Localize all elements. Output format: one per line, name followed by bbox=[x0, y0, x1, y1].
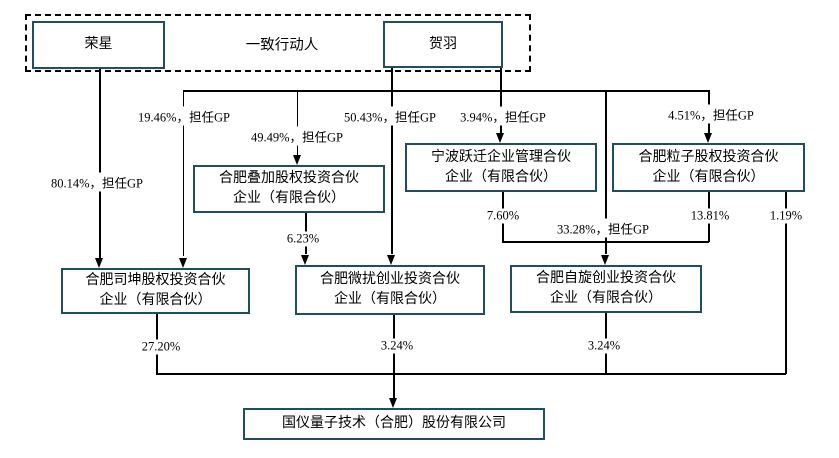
node-ningbo-line1: 宁波跃迁企业管理合伙 bbox=[431, 149, 571, 165]
edge-ningbo-elbow-h bbox=[502, 241, 606, 243]
edge-lizi-guoyi bbox=[785, 192, 787, 374]
node-sikun: 合肥司坤股权投资合伙 企业（有限合伙） bbox=[61, 268, 250, 314]
edge-lizi-elbow-h bbox=[605, 241, 709, 243]
edge-label-heyu-weirao: 50.43%，担任GP bbox=[340, 106, 440, 126]
node-diejia: 合肥叠加股权投资合伙 企业（有限合伙） bbox=[193, 165, 385, 213]
node-guoyi: 国仪量子技术（合肥）股份有限公司 bbox=[243, 408, 545, 440]
edge-label-heyu-diejia: 49.49%，担任GP bbox=[247, 126, 347, 146]
arrowhead-heyu-sikun bbox=[178, 258, 187, 268]
edge-bus-guoyi bbox=[393, 373, 395, 398]
node-zixuan-line2: 企业（有限合伙） bbox=[550, 291, 662, 306]
arrowhead-heyu-ningbo bbox=[496, 133, 504, 143]
node-heyu-label: 贺羽 bbox=[429, 36, 457, 52]
edge-bottom-bus bbox=[156, 373, 786, 375]
edge-heyu-ningbo bbox=[500, 67, 502, 134]
edge-heyu-weirao bbox=[391, 67, 393, 254]
edge-heyu-sikun bbox=[182, 90, 184, 256]
node-zixuan-line1: 合肥自旋创业投资合伙 bbox=[536, 271, 676, 287]
edge-label-lizi-zixuan: 13.81% bbox=[687, 208, 733, 224]
node-ningbo: 宁波跃迁企业管理合伙 企业（有限合伙） bbox=[405, 143, 597, 192]
edge-label-weirao-guoyi: 3.24% bbox=[377, 338, 417, 354]
edge-label-heyu-ningbo: 3.94%，担任GP bbox=[457, 106, 549, 126]
arrowhead-heyu-diejia bbox=[292, 155, 301, 165]
edge-label-zixuan-guoyi: 3.24% bbox=[584, 338, 624, 354]
edge-label-sikun-guoyi: 27.20% bbox=[138, 339, 184, 355]
node-weirao-line2: 企业（有限合伙） bbox=[334, 292, 446, 307]
edge-label-heyu-lizi: 4.51%，担任GP bbox=[665, 104, 757, 124]
arrowhead-heyu-weirao bbox=[387, 255, 395, 265]
arrowhead-rongxing-sikun bbox=[95, 258, 103, 268]
node-diejia-line2: 企业（有限合伙） bbox=[233, 191, 345, 206]
edge-label-heyu-zixuan: 33.28%，担任GP bbox=[553, 218, 653, 238]
edge-top-bus bbox=[183, 90, 709, 92]
node-guoyi-label: 国仪量子技术（合肥）股份有限公司 bbox=[282, 416, 506, 432]
node-weirao: 合肥微扰创业投资合伙 企业（有限合伙） bbox=[295, 265, 485, 315]
edge-label-rongxing-sikun: 80.14%，担任GP bbox=[47, 172, 147, 192]
node-ningbo-line2: 企业（有限合伙） bbox=[445, 169, 557, 185]
node-sikun-line1: 合肥司坤股权投资合伙 bbox=[85, 273, 226, 289]
edge-label-heyu-sikun: 19.46%，担任GP bbox=[134, 106, 234, 126]
node-zixuan: 合肥自旋创业投资合伙 企业（有限合伙） bbox=[510, 265, 702, 313]
concerted-action-group-box bbox=[25, 14, 531, 72]
concerted-action-label: 一致行动人 bbox=[245, 37, 319, 54]
edge-label-diejia-weirao: 6.23% bbox=[283, 231, 323, 247]
arrowhead-diejia-weirao bbox=[301, 255, 309, 265]
arrowhead-heyu-zixuan bbox=[601, 255, 609, 265]
node-rongxing: 荣星 bbox=[32, 21, 165, 69]
node-lizi: 合肥粒子股权投资合伙 企业（有限合伙） bbox=[612, 143, 805, 192]
edge-heyu-zixuan bbox=[605, 90, 607, 254]
arrowhead-heyu-lizi bbox=[704, 133, 712, 143]
edge-label-lizi-guoyi: 1.19% bbox=[766, 208, 806, 224]
edge-label-ningbo-zixuan: 7.60% bbox=[483, 208, 523, 224]
node-lizi-line2: 企业（有限合伙） bbox=[652, 169, 765, 185]
node-diejia-line1: 合肥叠加股权投资合伙 bbox=[219, 171, 359, 187]
arrowhead-bus-guoyi bbox=[389, 398, 397, 408]
node-sikun-line2: 企业（有限合伙） bbox=[99, 293, 212, 308]
node-lizi-line1: 合肥粒子股权投资合伙 bbox=[638, 149, 779, 165]
edge-heyu-diejia bbox=[296, 90, 298, 156]
node-weirao-line1: 合肥微扰创业投资合伙 bbox=[320, 272, 460, 288]
edge-rongxing-sikun bbox=[99, 69, 101, 258]
node-heyu: 贺羽 bbox=[383, 21, 503, 68]
node-rongxing-label: 荣星 bbox=[84, 37, 113, 53]
